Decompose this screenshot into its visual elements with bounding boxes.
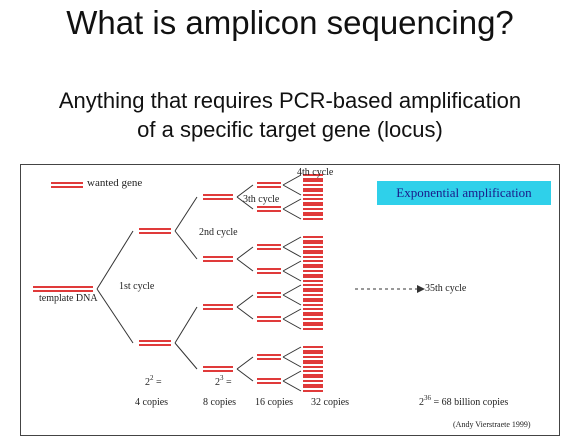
- cycle-4-4-branch-up: [282, 284, 302, 296]
- cycle-2-0-branch-down: [174, 230, 198, 260]
- count-8-exponent: 3: [220, 374, 224, 382]
- cycle-3-3-branch-down: [236, 368, 254, 382]
- cycle-4-0-branch-up: [282, 174, 302, 186]
- cycle-35-label: 35th cycle: [425, 283, 467, 294]
- cycle-1-branch-down: [96, 288, 134, 344]
- count-big-text: = 68 billion copies: [433, 397, 509, 408]
- count-big-formula: 236 = 68 billion copies: [419, 394, 509, 408]
- count-16-text: 16 copies: [255, 397, 294, 408]
- legend-label: wanted gene: [87, 177, 143, 189]
- cycle-4-7-branch-up: [282, 370, 302, 382]
- count-4-text: 4 copies: [135, 397, 169, 408]
- cycle-4-4-branch-down: [282, 294, 302, 306]
- cycle-4-0-branch-down: [282, 184, 302, 196]
- cycle-4-1-branch-down: [282, 208, 302, 220]
- pcr-tree-graphic: [33, 174, 425, 392]
- cycle-1-label: 1st cycle: [119, 281, 155, 292]
- count-8-text: 8 copies: [203, 397, 237, 408]
- cycle-4-6-branch-down: [282, 356, 302, 368]
- cycle-3-0-branch-down: [236, 196, 254, 210]
- cycle-4-1-branch-up: [282, 198, 302, 210]
- cycle-4-7-branch-down: [282, 380, 302, 392]
- cycle-4-2-branch-up: [282, 236, 302, 248]
- cycle-3-2-branch-up: [236, 294, 254, 308]
- cycle-2-1-branch-down: [174, 342, 198, 370]
- cycle-35-arrowhead: [417, 285, 425, 293]
- cycle-3-1-branch-up: [236, 246, 254, 260]
- count-big-base: 2: [419, 397, 424, 408]
- cycle-4-label: 4th cycle: [297, 167, 334, 178]
- cycle-4-3-branch-up: [282, 260, 302, 272]
- cycle-4-6-branch-up: [282, 346, 302, 358]
- subtitle-line-1: Anything that requires PCR-based amplifi…: [58, 88, 522, 113]
- pcr-diagram: wanted gene template DNA 1st cycle 2nd c…: [20, 164, 560, 436]
- cycle-3-label: 3th cycle: [243, 194, 280, 205]
- count-8-formula: 23 =: [215, 374, 232, 388]
- count-8-equals: =: [226, 377, 232, 388]
- cycle-3-1-branch-down: [236, 258, 254, 272]
- slide-subtitle: Anything that requires PCR-based amplifi…: [0, 86, 580, 144]
- count-4-exponent: 2: [150, 374, 154, 382]
- count-4-base: 2: [145, 377, 150, 388]
- count-8-base: 2: [215, 377, 220, 388]
- subtitle-line-2: of a specific target gene (locus): [137, 117, 443, 142]
- cycle-2-1-branch-up: [174, 306, 198, 344]
- cycle-4-3-branch-down: [282, 270, 302, 282]
- slide-title: What is amplicon sequencing?: [66, 4, 514, 41]
- exponential-amplification-badge: Exponential amplification: [377, 181, 551, 205]
- cycle-2-label: 2nd cycle: [199, 227, 238, 238]
- template-dna-label: template DNA: [39, 293, 98, 304]
- count-4-formula: 22 =: [145, 374, 162, 388]
- cycle-3-2-branch-down: [236, 306, 254, 320]
- cycle-4-2-branch-down: [282, 246, 302, 258]
- cycle-2-0-branch-up: [174, 196, 198, 232]
- cycle-4-5-branch-up: [282, 308, 302, 320]
- credit-label: (Andy Vierstraete 1999): [453, 420, 531, 429]
- cycle-1-branch-up: [96, 230, 134, 290]
- cycle-3-3-branch-up: [236, 356, 254, 370]
- cycle-4-5-branch-down: [282, 318, 302, 330]
- count-4-equals: =: [156, 377, 162, 388]
- cycle-3-0-branch-up: [236, 184, 254, 198]
- count-32-text: 32 copies: [311, 397, 350, 408]
- count-big-exponent: 36: [424, 394, 431, 402]
